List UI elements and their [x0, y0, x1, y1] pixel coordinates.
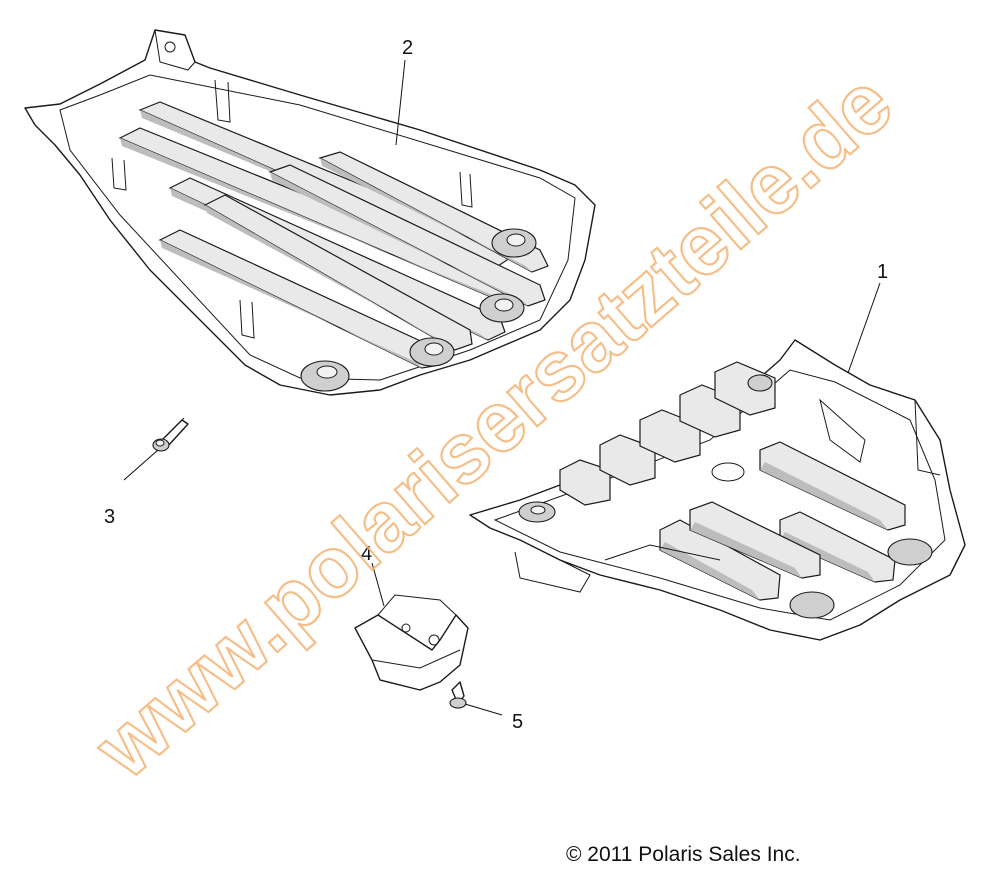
- callout-labels: 1 2 3 4 5: [104, 37, 888, 733]
- skid-plate-2-mount-pads: [300, 228, 537, 392]
- bracket-part-4[interactable]: [354, 594, 469, 691]
- callout-4: 4: [361, 543, 372, 565]
- callout-1: 1: [877, 261, 888, 283]
- leader-lines: [123, 59, 881, 716]
- copyright-notice: © 2011 Polaris Sales Inc.: [566, 843, 801, 866]
- skid-plate-part-2[interactable]: [24, 29, 596, 396]
- bolt-part-3[interactable]: [152, 417, 189, 452]
- callout-3: 3: [104, 506, 115, 528]
- skid-plate-2-ribs: [118, 101, 549, 369]
- callout-2: 2: [402, 37, 413, 59]
- rivet-part-5[interactable]: [449, 681, 467, 709]
- callout-5: 5: [512, 711, 523, 733]
- skid-plate-part-1[interactable]: [469, 339, 966, 641]
